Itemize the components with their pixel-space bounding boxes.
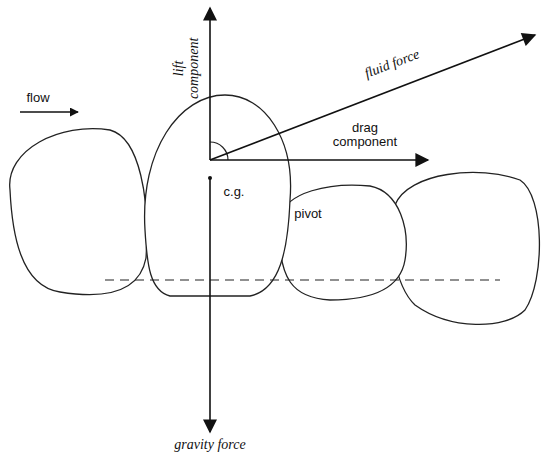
cg-dot xyxy=(208,176,212,180)
pivot-datum-line xyxy=(105,279,500,280)
gravity-arrow xyxy=(209,178,211,432)
fluid-force-arrow xyxy=(210,35,535,160)
middle-right-grain xyxy=(279,185,406,300)
drag-arrow xyxy=(210,159,428,161)
gravity-force-label: gravity force xyxy=(150,437,270,452)
flow-label: flow xyxy=(8,91,68,105)
lift-arrow xyxy=(209,8,211,160)
fluid-force-label: fluid force xyxy=(333,35,451,92)
left-grain xyxy=(10,129,147,295)
lift-component-label: lift component xyxy=(171,32,202,104)
flow-arrow xyxy=(20,111,78,113)
main-grain xyxy=(145,95,291,296)
right-grain xyxy=(392,172,540,324)
cg-label: c.g. xyxy=(214,185,254,199)
pivot-label: pivot xyxy=(283,207,333,221)
drag-component-label: drag component xyxy=(320,121,410,150)
